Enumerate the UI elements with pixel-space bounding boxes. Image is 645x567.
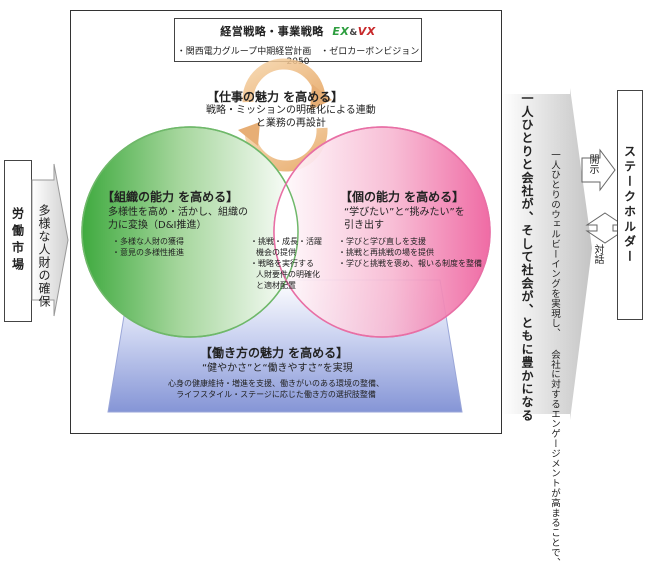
wellbeing-line1: 一人ひとりのウェルビーイングを実現し、: [549, 150, 560, 339]
individual-capability-line2: 引き出す: [344, 220, 384, 231]
overlap-text: ・挑戦・成長・活躍 機会の提供 ・戦略を実行する 人財要件の明確化 と適材配置: [250, 236, 322, 291]
dialogue-arrow: [585, 212, 618, 244]
job-appeal-title: 【仕事の魅力 を高める】: [207, 90, 344, 104]
vx-label: VX: [357, 25, 376, 38]
org-capability-bullet1: ・多様な人財の獲得: [112, 237, 184, 246]
output-arrow: [502, 88, 618, 420]
org-capability-line1: 多様性を高め・活かし、組織の: [108, 207, 248, 218]
work-style-details: 心身の健康維持・増進を支援、働きがいのある環境の整備、 ライフスタイル・ステージ…: [168, 378, 384, 400]
overlap-line5: と適材配置: [256, 281, 296, 290]
work-style-line2: 心身の健康維持・増進を支援、働きがいのある環境の整備、: [168, 379, 384, 388]
org-capability-circle: [81, 126, 299, 338]
diverse-talent-label: 多様な人財の確保: [37, 204, 51, 308]
disclosure-label: 開示: [587, 154, 598, 174]
org-capability-text: 多様性を高め・活かし、組織の 力に変換（D&I推進）: [108, 206, 248, 232]
overlap-line2: 機会の提供: [256, 248, 296, 257]
individual-capability-circle: [273, 126, 491, 338]
job-appeal-text: 戦略・ミッションの明確化による連動 と業務の再設計: [206, 104, 376, 130]
job-appeal-line2: と業務の再設計: [255, 118, 326, 129]
stakeholder-box: ステークホルダー: [617, 90, 643, 320]
individual-capability-line1: “学びたい”と“挑みたい”を: [344, 207, 465, 218]
left-input-arrow: [31, 163, 69, 317]
vision-line2: そして社会が、: [520, 224, 534, 317]
amp-label: &: [349, 28, 358, 38]
work-style-title: 【働き方の魅力 を高める】: [200, 346, 349, 360]
wellbeing-statement: 一人ひとりのウェルビーイングを実現し、 会社に対するエンゲージメントが高まること…: [547, 150, 562, 567]
individual-capability-bullet3: ・学びと挑戦を褒め、報いる制度を整備: [338, 259, 482, 268]
individual-capability-text: “学びたい”と“挑みたい”を 引き出す: [344, 206, 465, 232]
labor-market-label: 労働市場: [10, 207, 25, 275]
stakeholder-label: ステークホルダー: [622, 145, 637, 265]
individual-capability-bullets: ・学びと学び直しを支援 ・挑戦と再挑戦の場を提供 ・学びと挑戦を褒め、報いる制度…: [338, 236, 482, 269]
org-capability-line2: 力に変換（D&I推進）: [108, 220, 207, 231]
labor-market-box: 労働市場: [4, 160, 32, 322]
individual-capability-bullet2: ・挑戦と再挑戦の場を提供: [338, 248, 434, 257]
overlap-line4: 人財要件の明確化: [256, 270, 320, 279]
dialogue-label: 対話: [592, 244, 603, 264]
vision-line1: 一人ひとりと会社が、: [520, 92, 534, 224]
vision-line3: ともに豊かになる: [520, 316, 534, 423]
individual-capability-title: 【個の能力 を高める】: [340, 190, 465, 204]
work-style-line3: ライフスタイル・ステージに応じた働き方の選択肢整備: [176, 390, 376, 399]
disclosure-arrow: [581, 148, 616, 192]
ex-label: EX: [332, 25, 350, 38]
org-capability-title: 【組織の能力 を高める】: [102, 190, 239, 204]
strategy-title-prefix: 経営戦略・事業戦略: [220, 25, 324, 38]
vision-statement: 一人ひとりと会社が、そして社会が、ともに豊かになる: [517, 92, 537, 422]
strategy-title: 経営戦略・事業戦略 EX&VX: [175, 23, 421, 39]
job-appeal-line1: 戦略・ミッションの明確化による連動: [206, 105, 376, 116]
overlap-line1: ・挑戦・成長・活躍: [250, 237, 322, 246]
wellbeing-line2: 会社に対するエンゲージメントが高まることで、: [549, 349, 560, 567]
individual-capability-bullet1: ・学びと学び直しを支援: [338, 237, 426, 246]
overlap-line3: ・戦略を実行する: [250, 259, 314, 268]
venn-diagram: [81, 58, 491, 413]
work-style-line1: “健やかさ”と“働きやすさ”を実現: [202, 363, 353, 374]
org-capability-bullets: ・多様な人財の獲得 ・意見の多様性推進: [112, 236, 184, 258]
strategy-box: 経営戦略・事業戦略 EX&VX ・関西電力グループ中期経営計画 ・ゼロカーボンビ…: [174, 18, 422, 67]
org-capability-bullet2: ・意見の多様性推進: [112, 248, 184, 257]
